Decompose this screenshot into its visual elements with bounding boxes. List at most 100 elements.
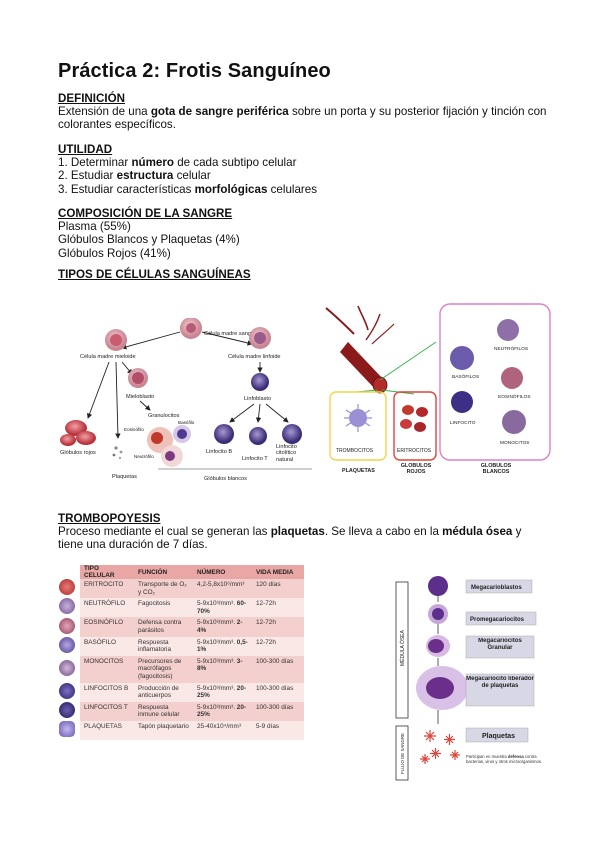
basophil-nucleus-icon xyxy=(177,429,187,439)
utilidad-item: 1. Determinar número de cada subtipo cel… xyxy=(58,156,548,169)
numero-text: 25-40x10⁴/mm³ xyxy=(197,722,241,730)
utilidad-pre: 3. Estudiar características xyxy=(58,182,195,196)
tipos-heading: TIPOS DE CÉLULAS SANGUÍNEAS xyxy=(58,268,251,281)
definicion-text: Extensión de una gota de sangre periféri… xyxy=(58,105,548,131)
table-cell: EOSINÓFILO xyxy=(80,617,134,637)
globulos-blancos-box xyxy=(439,303,551,461)
trombopoyesis-heading: TROMBOPOYESIS xyxy=(58,512,161,525)
linfocito-nat-label: Linfocito citolítico natural xyxy=(276,444,297,463)
cell-icon-cell xyxy=(54,636,80,656)
rbc-icon xyxy=(414,422,426,432)
granular-megakaryocyte-nucleus-icon xyxy=(428,639,444,653)
linfocito-label: LINFOCITO xyxy=(450,420,476,426)
table-cell: 5-9x10³/mm³. 0,5-1% xyxy=(193,636,252,656)
table-cell: 5-9x10³/mm³. 20-25% xyxy=(193,682,252,702)
utilidad-heading: UTILIDAD xyxy=(58,143,113,156)
cell-icon-cell xyxy=(54,682,80,702)
rbc-icon xyxy=(60,434,76,446)
platelet-releasing-nucleus-icon xyxy=(426,677,454,699)
nota-text: Participan en muestra defensa contra bac… xyxy=(466,754,546,764)
platelet-icon xyxy=(119,450,123,454)
numero-bold: 0,5-1% xyxy=(197,638,248,654)
composicion-heading: COMPOSICIÓN DE LA SANGRE xyxy=(58,207,233,220)
numero-text: 5-9x10³/mm³. xyxy=(197,638,237,646)
numero-text: 5-9x10³/mm³. xyxy=(197,684,237,692)
cell-icon-cell xyxy=(54,701,80,721)
utilidad-item: 2. Estudiar estructura celular xyxy=(58,169,548,182)
vessel-branch xyxy=(357,305,369,331)
platelet-icon xyxy=(112,453,116,457)
eritrocitos-label: ERITROCITOS xyxy=(397,448,432,454)
table-cell: ERITROCITO xyxy=(80,579,134,599)
utilidad-post: celular xyxy=(173,169,211,183)
table-header-blank xyxy=(54,565,80,579)
utilidad-pre: 2. Estudiar xyxy=(58,169,117,183)
vessel-branch xyxy=(365,313,381,341)
globulos-rojos-label: Glóbulos rojos xyxy=(60,450,96,456)
platelet-icon xyxy=(344,404,372,432)
basofilo-label: Basófilo xyxy=(178,420,195,425)
eosinofilos-label: EOSINÓFILOS xyxy=(498,393,531,400)
table-cell: Defensa contra parásitos xyxy=(134,617,193,637)
table-cell: 5-9x10³/mm³. 3-8% xyxy=(193,655,252,683)
table-cell: 120 días xyxy=(252,579,304,599)
arrow xyxy=(201,331,253,346)
globulos-blancos-wrap: GLÓBULOS BLANCOS xyxy=(480,463,512,475)
linfocito-nat-wrap: Linfocito citolítico natural xyxy=(276,444,297,463)
trombopoyesis-section: TROMBOPOYESIS Proceso mediante el cual s… xyxy=(58,512,548,552)
arrow xyxy=(229,403,255,423)
b-lymphocyte-icon xyxy=(59,682,75,699)
table-row: MONOCITOS Precursores de macrófagos (fag… xyxy=(54,655,304,683)
plaquetas-box xyxy=(329,391,387,461)
numero-bold: 2-4% xyxy=(197,619,243,634)
rbc-icon xyxy=(416,407,428,417)
neutrophil-nucleus-icon xyxy=(165,451,175,461)
monocyte-icon xyxy=(502,410,526,434)
table-header: NÚMERO xyxy=(193,565,252,579)
medula-label: MÉDULA ÓSEA xyxy=(399,629,406,666)
rbc-icon xyxy=(76,431,96,445)
eosinofilo-label: Eosinófilo xyxy=(124,427,144,432)
utilidad-section: UTILIDAD 1. Determinar número de cada su… xyxy=(58,143,548,196)
granular-wrap: Megacariocitos Granular xyxy=(478,638,522,651)
basophil-icon xyxy=(450,346,474,370)
blood-components-diagram: TROMBOCITOS PLAQUETAS ERITROCITOS GLÓBUL… xyxy=(325,303,551,475)
definicion-bold: gota de sangre periférica xyxy=(150,105,289,119)
megakaryoblast-icon xyxy=(428,576,448,596)
numero-bold: 20-25% xyxy=(197,703,247,719)
basofilos-label: BASÓFILOS xyxy=(452,373,479,380)
utilidad-post: de cada subtipo celular xyxy=(173,156,297,170)
stem-cell-nucleus-icon xyxy=(186,323,196,333)
globulos-rojos-wrap: GLÓBULOS ROJOS xyxy=(401,463,432,475)
eosinophil-icon xyxy=(59,617,75,634)
globulos-blancos-caption: GLÓBULOS BLANCOS xyxy=(480,463,512,475)
table-cell: 5-9x10³/mm³. 20-25% xyxy=(193,701,252,721)
neutrofilo-label: Neutrófilo xyxy=(134,454,154,459)
rbc-icon xyxy=(402,405,414,415)
granular-label: Megacariocitos Granular xyxy=(478,638,522,651)
arrow xyxy=(255,403,262,423)
arrow xyxy=(379,341,437,381)
table-cell: 100-300 días xyxy=(252,701,304,721)
utilidad-pre: 1. Determinar xyxy=(58,156,132,170)
table-cell: 12-72h xyxy=(252,636,304,656)
promegakaryocyte-nucleus-icon xyxy=(432,608,444,620)
mieloblasto-label: Mieloblasto xyxy=(126,394,154,400)
nota-bold: defensa xyxy=(507,754,524,759)
monocyte-icon xyxy=(59,659,75,676)
table-cell: 4,2-5,8x10⁶/mm³ xyxy=(193,579,252,599)
utilidad-item: 3. Estudiar características morfológicas… xyxy=(58,183,548,196)
cell-icon-cell xyxy=(54,655,80,683)
granular-box xyxy=(465,635,535,659)
definicion-text-2: sobre un porta y su posterior fijación y… xyxy=(58,105,547,132)
table-row: EOSINÓFILO Defensa contra parásitos 5-9x… xyxy=(54,617,304,637)
numero-text: 5-9x10³/mm³. xyxy=(197,600,237,608)
cell-icon-cell xyxy=(54,579,80,599)
table-cell: 5-9x10³/mm³. 60-70% xyxy=(193,598,252,618)
plaquetas-box xyxy=(465,727,529,743)
trombo-text-2: . Se lleva a cabo en la xyxy=(324,525,443,539)
thrombopoiesis-diagram: MÉDULA ÓSEA FLUJO DE SANGRE Megacariobla… xyxy=(395,576,546,781)
eosinophil-nucleus-icon xyxy=(151,432,163,444)
table-cell: 100-300 días xyxy=(252,682,304,702)
basophil-icon xyxy=(59,636,75,653)
